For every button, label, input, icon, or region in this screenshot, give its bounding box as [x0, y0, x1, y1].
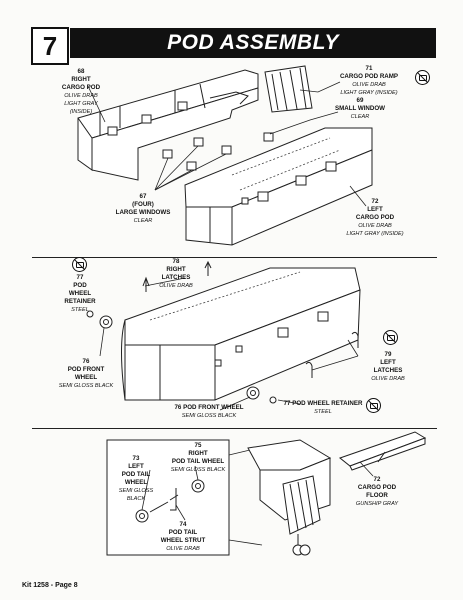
part-name: LEFT	[128, 463, 144, 470]
part-color: GUNSHIP GRAY	[355, 501, 399, 507]
part-color: OLIVE DRAB	[358, 223, 392, 229]
part-color: SEMI GLOSS BLACK	[58, 383, 114, 389]
no-glue-icon	[72, 257, 87, 272]
part-color: OLIVE DRAB	[64, 93, 98, 99]
part-color: OLIVE DRAB	[352, 82, 386, 88]
part-color: OLIVE DRAB	[159, 283, 193, 289]
pod-rear-drawing	[247, 439, 332, 556]
part-name: POD WHEEL RETAINER	[292, 400, 363, 407]
latches-drawing	[142, 260, 359, 378]
part-number: 68	[77, 68, 85, 75]
part-color: SEMI GLOSS BLACK	[181, 413, 237, 419]
part-number: 76	[174, 404, 182, 411]
callout-part-76-front-wheel: 76 POD FRONT WHEEL SEMI GLOSS BLACK	[56, 358, 116, 390]
callout-part-68: 68 RIGHT CARGO POD OLIVE DRAB LIGHT GRAY…	[56, 68, 106, 116]
step-number: 7	[31, 27, 69, 65]
part-color: OLIVE DRAB	[371, 376, 405, 382]
part-name: POD TAIL WHEEL	[121, 471, 151, 486]
no-glue-icon	[366, 398, 381, 413]
callout-part-73: 73 LEFT POD TAIL WHEEL SEMI GLOSS BLACK	[112, 455, 160, 503]
part-name: LATCHES	[161, 274, 191, 281]
callout-part-75: 75 RIGHT POD TAIL WHEEL SEMI GLOSS BLACK	[170, 442, 226, 474]
section-divider-2	[32, 428, 437, 430]
part-number: 67	[139, 193, 147, 200]
part-color: LIGHT GRAY (INSIDE)	[64, 101, 98, 115]
cargo-pod-floor-drawing	[338, 431, 427, 471]
part-color: SEMI GLOSS BLACK	[118, 488, 154, 502]
section-divider-1	[32, 257, 437, 259]
page-title: POD ASSEMBLY	[70, 28, 436, 58]
part-color: LIGHT GRAY (INSIDE)	[346, 231, 404, 237]
part-color: STEEL	[71, 307, 89, 313]
part-name: CARGO POD	[357, 484, 397, 491]
part-color: OLIVE DRAB	[166, 546, 200, 552]
part-number: 71	[365, 65, 373, 72]
part-number: 72	[373, 476, 381, 483]
part-number: 76	[82, 358, 90, 365]
part-color: CLEAR	[133, 218, 153, 224]
front-wheels-drawing	[86, 310, 277, 404]
part-name: LEFT	[367, 206, 383, 213]
part-name: LATCHES	[373, 367, 403, 374]
part-number: 73	[132, 455, 140, 462]
part-number: 74	[179, 521, 187, 528]
callout-part-72-left-pod: 72 LEFT CARGO POD OLIVE DRAB LIGHT GRAY …	[345, 198, 405, 238]
right-cargo-pod-drawing	[77, 69, 259, 181]
part-name: CARGO POD RAMP	[339, 73, 399, 80]
callout-part-74: 74 POD TAIL WHEEL STRUT OLIVE DRAB	[158, 521, 208, 553]
part-name: POD	[73, 282, 87, 289]
callout-part-77-retainer: 77 POD WHEEL RETAINER STEEL	[60, 274, 100, 314]
part-name: RIGHT	[188, 450, 208, 457]
callout-part-79: 79 LEFT LATCHES OLIVE DRAB	[366, 351, 410, 383]
no-glue-icon	[383, 330, 398, 345]
part-label: 76 POD FRONT WHEEL	[172, 404, 246, 412]
cargo-pod-ramp-drawing	[264, 65, 313, 113]
part-number: 75	[194, 442, 202, 449]
part-name: POD FRONT WHEEL	[67, 366, 105, 381]
part-label: 77 POD WHEEL RETAINER	[282, 400, 364, 408]
part-name: POD FRONT WHEEL	[183, 404, 244, 411]
tail-wheel-detail-box	[106, 439, 263, 556]
part-name: RETAINER	[64, 298, 96, 305]
callout-part-69: 69 SMALL WINDOW CLEAR	[330, 97, 390, 121]
part-name: WHEEL	[68, 290, 92, 297]
part-name: POD TAIL	[168, 529, 198, 536]
part-name: POD TAIL WHEEL	[171, 458, 225, 465]
page-footer: Kit 1258 - Page 8	[22, 582, 78, 589]
part-name: CARGO POD	[355, 214, 395, 221]
no-glue-icon	[415, 70, 430, 85]
part-name: LEFT	[380, 359, 396, 366]
part-name: RIGHT	[71, 76, 91, 83]
left-cargo-pod-drawing	[184, 127, 373, 246]
callout-part-67: 67 (FOUR) LARGE WINDOWS CLEAR	[114, 193, 172, 225]
part-name: CARGO POD	[61, 84, 101, 91]
part-number: 77	[76, 274, 84, 281]
part-name: LARGE WINDOWS	[115, 209, 171, 216]
part-color: CLEAR	[350, 114, 370, 120]
part-name: FLOOR	[366, 492, 388, 499]
callout-part-77-retainer-2: 77 POD WHEEL RETAINER STEEL	[282, 400, 364, 416]
part-color: LIGHT GRAY (INSIDE)	[340, 90, 398, 96]
part-quantity: (FOUR)	[132, 201, 154, 208]
part-number: 72	[371, 198, 379, 205]
part-number: 77	[283, 400, 291, 407]
part-name: SMALL WINDOW	[334, 105, 386, 112]
loose-windows-drawing	[162, 132, 274, 171]
callout-part-78: 78 RIGHT LATCHES OLIVE DRAB	[155, 258, 197, 290]
callout-part-71: 71 CARGO POD RAMP OLIVE DRAB LIGHT GRAY …	[330, 65, 408, 97]
part-name: WHEEL STRUT	[160, 537, 206, 544]
part-number: 69	[356, 97, 364, 104]
part-color: STEEL	[314, 409, 332, 415]
callout-part-72-floor: 72 CARGO POD FLOOR GUNSHIP GRAY	[352, 476, 402, 508]
cargo-pod-wheel-drawing	[121, 267, 361, 401]
part-number: 79	[384, 351, 392, 358]
part-number: 78	[172, 258, 180, 265]
callout-part-76-front-wheel-2: 76 POD FRONT WHEEL SEMI GLOSS BLACK	[172, 404, 246, 420]
part-color: SEMI GLOSS BLACK	[170, 467, 226, 473]
part-name: RIGHT	[166, 266, 186, 273]
